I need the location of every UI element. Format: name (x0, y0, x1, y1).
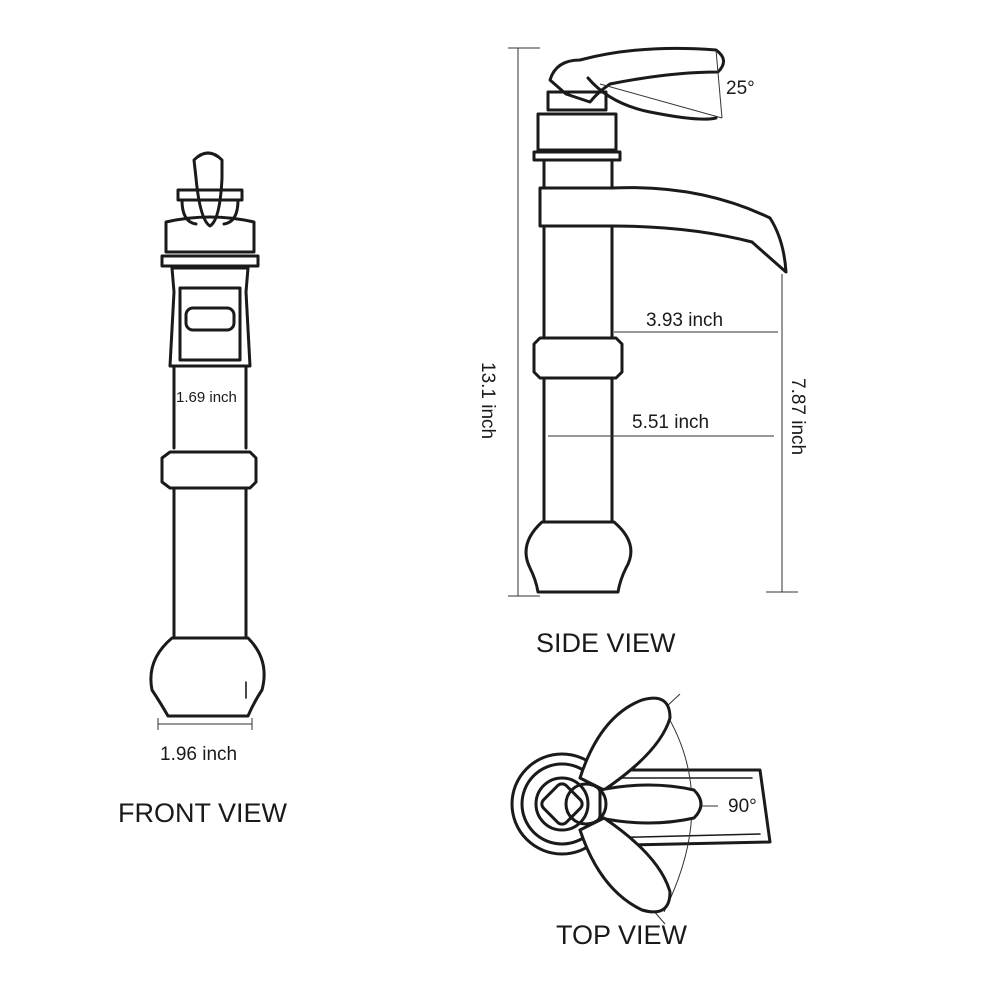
side-lever-handle (548, 46, 725, 104)
side-total-height-label: 13.1 inch (477, 362, 498, 439)
front-handle-knob (192, 151, 224, 228)
side-view-drawing (508, 46, 798, 597)
front-handle-neck (180, 198, 240, 226)
front-middle-ring (160, 450, 258, 490)
side-view-title: SIDE VIEW (536, 628, 676, 658)
side-total-height-line (508, 47, 540, 597)
side-handle-tilt-label: 25° (726, 78, 755, 99)
side-waterfall-spout (538, 186, 788, 274)
side-spout-height-label: 7.87 inch (787, 378, 808, 455)
side-middle-ring (532, 336, 624, 380)
front-spout-frame (178, 286, 242, 362)
side-cartridge-top (546, 90, 608, 112)
front-cap-ring (160, 254, 260, 268)
side-base-reach-label: 5.51 inch (632, 412, 709, 433)
side-spout-height-line (766, 274, 798, 593)
front-base (149, 636, 266, 718)
top-handle-lobe-lower (578, 816, 672, 914)
side-spout-reach-label: 3.93 inch (646, 310, 723, 331)
top-cartridge-square (540, 782, 584, 826)
top-handle-lobe-upper (578, 696, 672, 792)
front-inner-width-label: 1.69 inch (176, 389, 237, 406)
front-spout-body (168, 266, 252, 368)
side-cartridge-body (536, 112, 618, 152)
side-cartridge-ring (532, 150, 622, 162)
side-neck (542, 160, 614, 190)
side-handle-angle-lines (599, 49, 723, 119)
top-inner-ring (534, 776, 590, 832)
top-view-drawing (510, 693, 772, 925)
top-view-title: TOP VIEW (556, 920, 688, 950)
top-rotation-angle-label: 90° (728, 796, 757, 817)
front-handle-cross-bar (176, 188, 244, 202)
front-base-width-label: 1.96 inch (160, 744, 237, 765)
front-base-dimension-line (157, 718, 253, 730)
front-lower-shaft (172, 486, 248, 638)
side-base (524, 520, 633, 594)
front-spout-outlet (184, 306, 236, 332)
front-view-drawing (149, 151, 266, 730)
front-view-title: FRONT VIEW (118, 798, 288, 828)
side-lower-shaft (542, 376, 614, 522)
top-handle-lobe-middle (598, 783, 703, 825)
side-upper-shaft (542, 226, 614, 338)
front-top-cap (164, 215, 256, 254)
top-handle-hub (564, 782, 608, 826)
front-upper-shaft (172, 364, 248, 450)
